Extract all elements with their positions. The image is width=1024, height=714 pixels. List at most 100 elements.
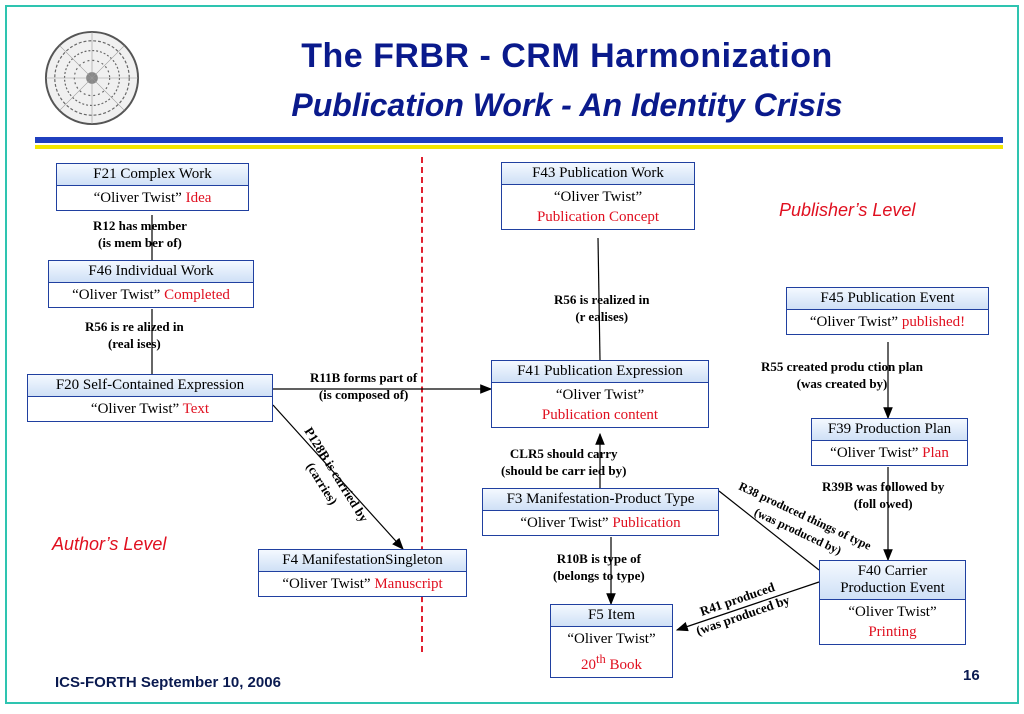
relation-lines: [151, 215, 893, 632]
clr5-label-line1: CLR5 should carry: [509, 446, 618, 461]
f3-header: F3 Manifestation-Product Type: [483, 489, 718, 511]
f39-production-plan-box: F39 Production Plan “Oliver Twist” Plan: [811, 418, 968, 466]
title-rule-blue: [35, 137, 1003, 143]
f45-publication-event-box: F45 Publication Event “Oliver Twist” pub…: [786, 287, 989, 335]
f46-body: “Oliver Twist” Completed: [49, 283, 253, 307]
f3-manifestation-product-type-box: F3 Manifestation-Product Type “Oliver Tw…: [482, 488, 719, 536]
f5-header: F5 Item: [551, 605, 672, 627]
f43-note: Publication Concept: [536, 209, 660, 225]
p128b-line: [272, 404, 404, 550]
f41-header: F41 Publication Expression: [492, 361, 708, 383]
authors-level-label: Author’s Level: [52, 534, 167, 554]
f20-self-contained-expression-box: F20 Self-Contained Expression “Oliver Tw…: [27, 374, 273, 422]
f40-note: Printing: [868, 624, 917, 640]
r38-line: [718, 490, 820, 571]
f5-note-rest: Book: [605, 657, 642, 673]
f5-item-box: F5 Item “Oliver Twist” 20th Book: [550, 604, 673, 678]
f46-note: Completed: [164, 287, 230, 303]
f41-note: Publication content: [541, 407, 659, 423]
f41-publication-expression-box: F41 Publication Expression “Oliver Twist…: [491, 360, 709, 428]
f46-header: F46 Individual Work: [49, 261, 253, 283]
f5-body: “Oliver Twist” 20th Book: [551, 627, 672, 677]
r56b-label: R56 is realized in (r ealises): [554, 291, 649, 325]
f20-value: “Oliver Twist”: [90, 401, 180, 417]
f5-note-sup: th: [596, 652, 606, 666]
f20-header: F20 Self-Contained Expression: [28, 375, 272, 397]
f21-body: “Oliver Twist” Idea: [57, 186, 248, 210]
f21-header: F21 Complex Work: [57, 164, 248, 186]
f43-header: F43 Publication Work: [502, 163, 694, 185]
f4-manifestation-singleton-box: F4 ManifestationSingleton “Oliver Twist”…: [258, 549, 467, 597]
r56a-label-line2: (real ises): [107, 336, 161, 351]
f21-note: Idea: [185, 190, 212, 206]
r11b-label-line1: R11B forms part of: [310, 370, 418, 385]
f43-body: “Oliver Twist” Publication Concept: [502, 185, 694, 229]
slide: The FRBR - CRM Harmonization Publication…: [5, 5, 1019, 704]
phaistos-disc-logo: [44, 30, 140, 126]
slide-subtitle: Publication Work - An Identity Crisis: [291, 87, 843, 123]
r11b-label: R11B forms part of (is composed of): [310, 369, 417, 403]
f4-body: “Oliver Twist” Manuscript: [259, 572, 466, 596]
f21-complex-work-box: F21 Complex Work “Oliver Twist” Idea: [56, 163, 249, 211]
f20-note: Text: [182, 401, 210, 417]
f46-value: “Oliver Twist”: [72, 287, 161, 303]
f43-value: “Oliver Twist”: [553, 189, 643, 205]
slide-title: The FRBR - CRM Harmonization: [301, 37, 833, 75]
page-number: 16: [963, 667, 980, 684]
f40-value: “Oliver Twist”: [848, 604, 937, 620]
r55-label: R55 created produ ction plan (was created…: [761, 358, 923, 392]
f45-header: F45 Publication Event: [787, 288, 988, 310]
f21-value: “Oliver Twist”: [93, 190, 182, 206]
r39b-label-line1: R39B was followed by: [822, 479, 945, 494]
r56b-label-line2: (r ealises): [575, 309, 629, 324]
title-rule-yellow: [35, 145, 1003, 149]
f45-body: “Oliver Twist” published!: [787, 310, 988, 334]
f41-value: “Oliver Twist”: [555, 387, 645, 403]
level-divider: [421, 157, 423, 652]
r55-label-line2: (was created by): [796, 376, 888, 391]
r12-label-line1: R12 has member: [93, 218, 187, 233]
r56a-label: R56 is re alized in (real ises): [85, 318, 184, 352]
f4-note: Manuscript: [374, 576, 443, 592]
f40-header-line2: Production Event: [840, 580, 945, 596]
f40-body: “Oliver Twist” Printing: [820, 600, 965, 644]
f3-note: Publication: [612, 515, 681, 531]
r56b-line: [597, 237, 601, 361]
f3-value: “Oliver Twist”: [520, 515, 609, 531]
r10b-label: R10B is type of (belongs to type): [553, 550, 645, 584]
f5-value: “Oliver Twist”: [567, 631, 656, 647]
publishers-level-label: Publisher’s Level: [779, 200, 916, 220]
f39-value: “Oliver Twist”: [830, 445, 919, 461]
f4-value: “Oliver Twist”: [282, 576, 371, 592]
footer-text: ICS-FORTH September 10, 2006: [55, 674, 281, 691]
f41-body: “Oliver Twist” Publication content: [492, 383, 708, 427]
r56b-label-line1: R56 is realized in: [554, 292, 650, 307]
f39-body: “Oliver Twist” Plan: [812, 441, 967, 465]
f45-note: published!: [901, 314, 966, 330]
f40-header-line1: F40 Carrier: [857, 563, 928, 579]
r39b-label-line2: (foll owed): [853, 496, 913, 511]
f39-note: Plan: [922, 445, 949, 461]
r12-label-line2: (is mem ber of): [98, 235, 182, 250]
f43-publication-work-box: F43 Publication Work “Oliver Twist” Publi…: [501, 162, 695, 230]
clr5-label-line2: (should be carr ied by): [501, 463, 627, 478]
f46-individual-work-box: F46 Individual Work “Oliver Twist” Compl…: [48, 260, 254, 308]
f5-note: 20th Book: [555, 649, 668, 675]
r39b-label: R39B was followed by (foll owed): [822, 478, 944, 512]
r10b-label-line1: R10B is type of: [556, 551, 641, 566]
clr5-label: CLR5 should carry (should be carr ied by): [501, 445, 626, 479]
f45-value: “Oliver Twist”: [809, 314, 899, 330]
f3-body: “Oliver Twist” Publication: [483, 511, 718, 535]
f39-header: F39 Production Plan: [812, 419, 967, 441]
r12-label: R12 has member (is mem ber of): [93, 217, 187, 251]
r41-line: [675, 581, 820, 632]
f20-body: “Oliver Twist” Text: [28, 397, 272, 421]
r55-label-line1: R55 created produ ction plan: [761, 359, 924, 374]
r56a-label-line1: R56 is re alized in: [85, 319, 184, 334]
r11b-label-line2: (is composed of): [318, 387, 409, 402]
r10b-label-line2: (belongs to type): [553, 568, 645, 583]
f4-header: F4 ManifestationSingleton: [259, 550, 466, 572]
f5-note-num: 20: [581, 657, 596, 673]
